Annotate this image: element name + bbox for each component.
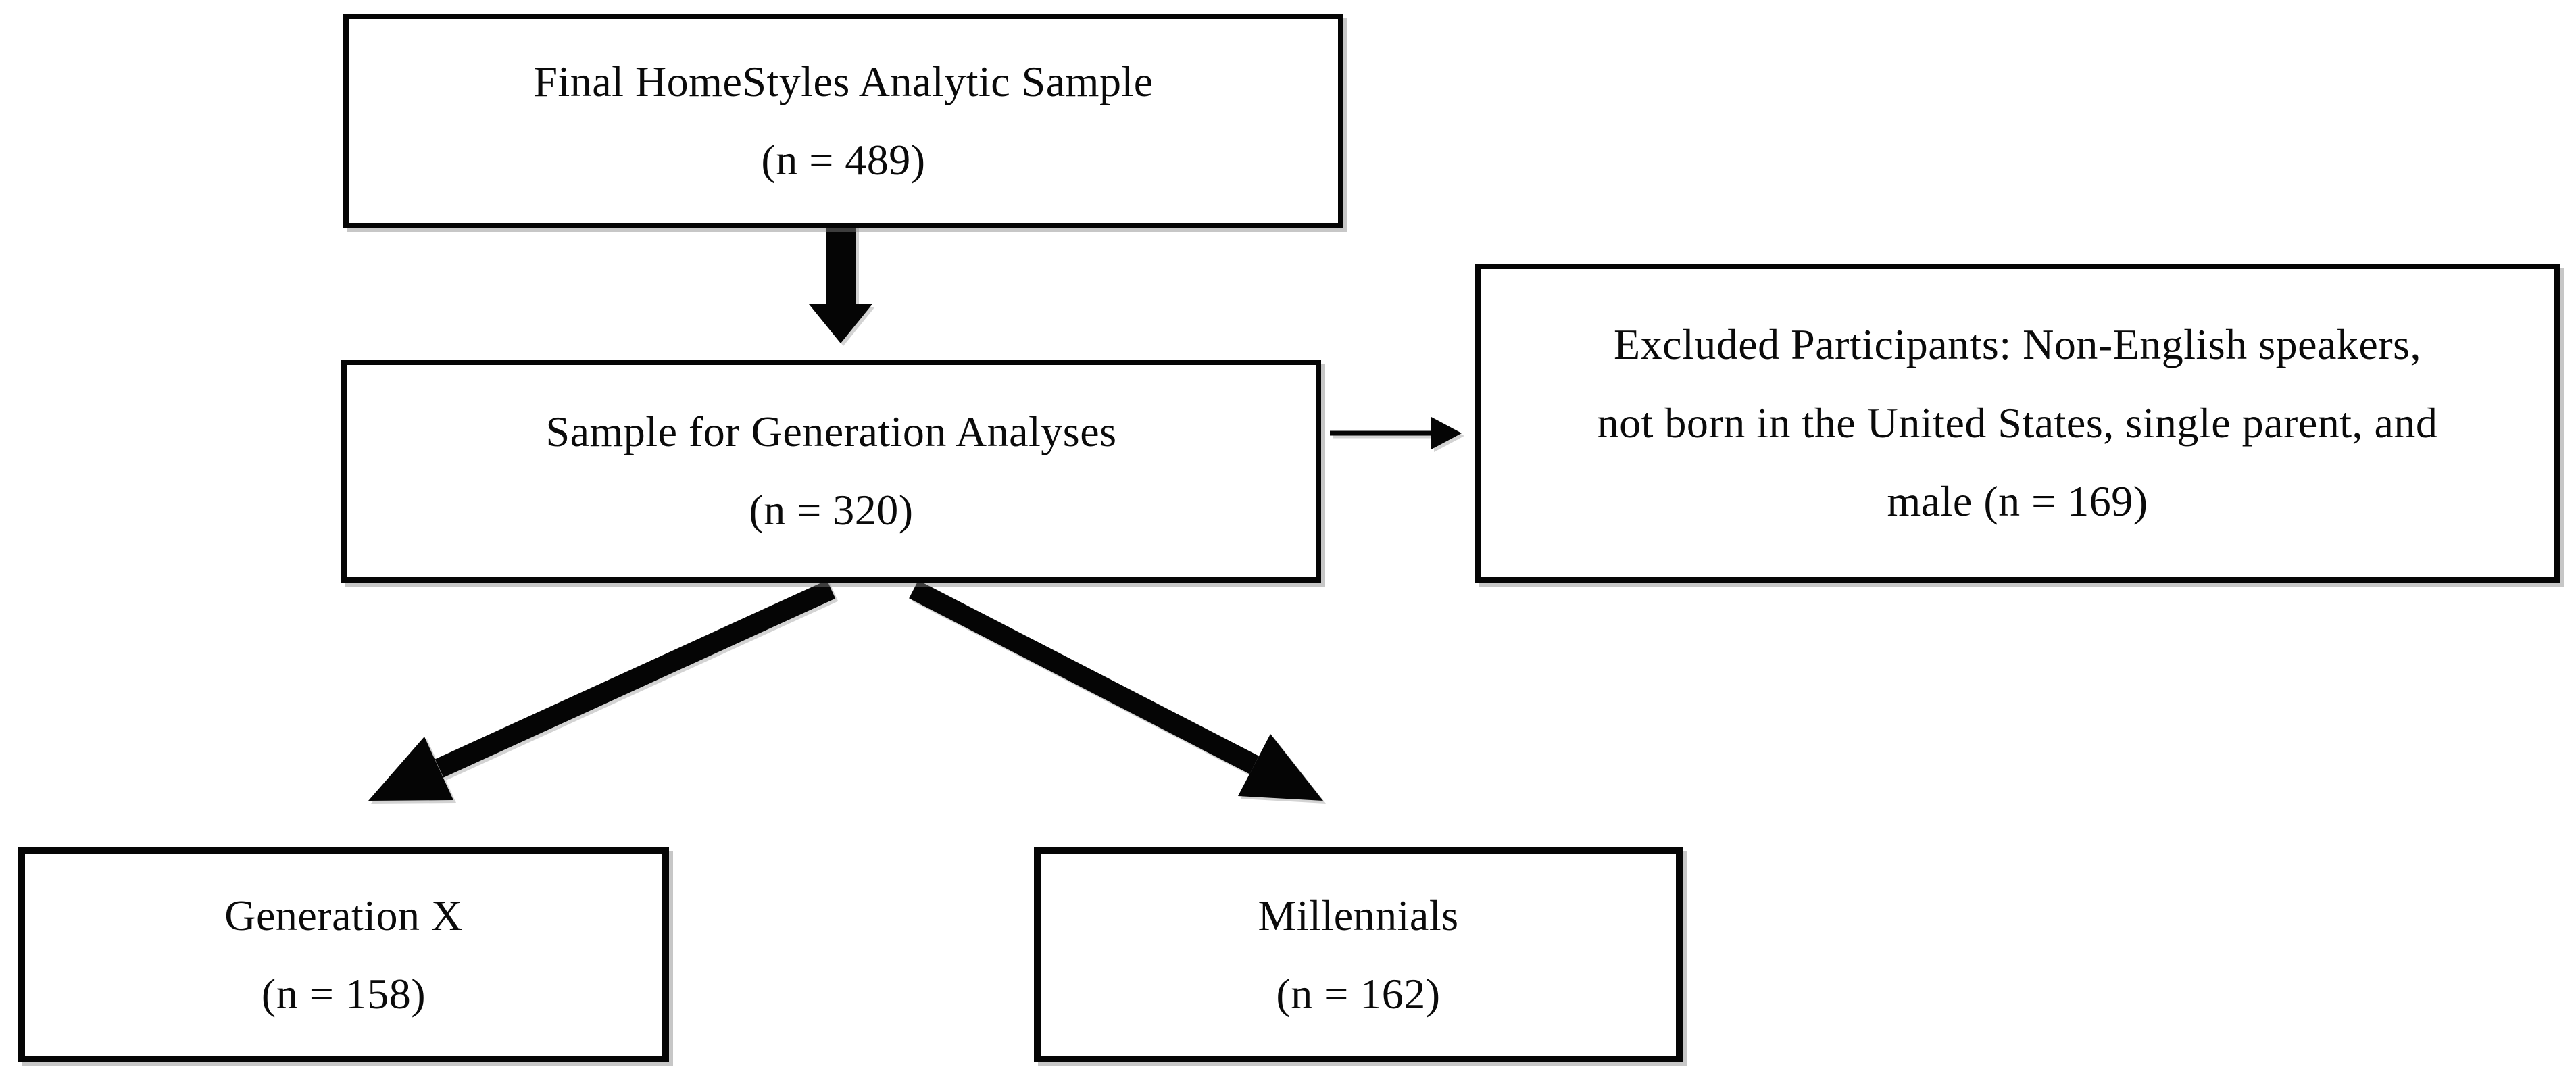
node-excluded-line2: not born in the United States, single pa… [1597, 399, 2438, 447]
node-excluded-line3: male (n = 169) [1887, 477, 2148, 525]
node-excluded-line1: Excluded Participants: Non-English speak… [1613, 320, 2422, 368]
node-generation-sample-count: (n = 320) [749, 486, 914, 534]
node-millennials-count: (n = 162) [1276, 970, 1441, 1018]
node-final-sample: Final HomeStyles Analytic Sample (n = 48… [343, 14, 1343, 228]
arrow-generation-to-excluded [1330, 417, 1462, 449]
node-final-sample-count: (n = 489) [761, 136, 926, 184]
node-excluded-participants: Excluded Participants: Non-English speak… [1475, 264, 2560, 583]
arrow-shaft [909, 580, 1259, 774]
node-generation-sample-title: Sample for Generation Analyses [545, 408, 1117, 455]
arrow-head-icon [1238, 734, 1323, 801]
arrow-head-icon [368, 737, 453, 801]
arrow-shaft [826, 223, 856, 307]
node-generation-sample: Sample for Generation Analyses (n = 320) [341, 360, 1321, 583]
node-millennials: Millennials (n = 162) [1034, 847, 1683, 1062]
node-generation-x-title: Generation X [224, 891, 463, 939]
arrow-shaft [435, 580, 836, 778]
arrow-head-icon [1431, 417, 1462, 449]
arrow-final-to-generation [809, 223, 872, 343]
arrow-head-icon [809, 304, 872, 343]
node-final-sample-title: Final HomeStyles Analytic Sample [533, 57, 1154, 105]
arrow-generation-to-genx [368, 580, 836, 801]
node-millennials-title: Millennials [1258, 891, 1459, 939]
node-generation-x-count: (n = 158) [261, 970, 426, 1018]
arrow-generation-to-millennials [909, 580, 1323, 801]
node-generation-x: Generation X (n = 158) [18, 847, 669, 1062]
